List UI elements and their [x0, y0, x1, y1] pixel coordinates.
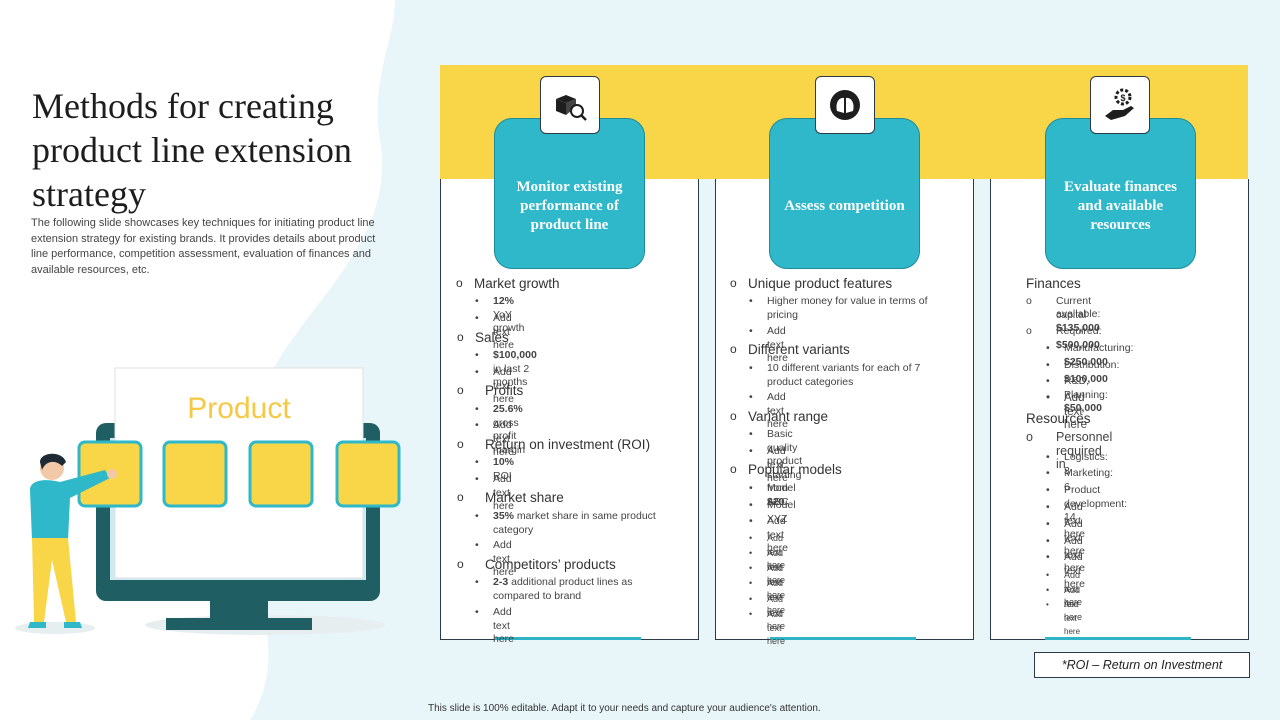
- list-item: •Add text here: [475, 473, 515, 512]
- list-item: •Product development: 14: [1046, 484, 1128, 523]
- list-item: •Add text here: [475, 312, 515, 351]
- list-item: •Add text here: [1046, 392, 1088, 431]
- list-item: •Add text here: [749, 609, 786, 646]
- svg-text:$: $: [1120, 93, 1125, 103]
- list-item: •Marketing: 6: [1046, 467, 1114, 493]
- list-item: •Model ABC: [749, 482, 796, 508]
- list-item: •Manufacturing: $250,000: [1046, 342, 1134, 368]
- list-item: •Add text here: [749, 578, 786, 615]
- roi-footnote: *ROI – Return on Investment: [1034, 652, 1250, 678]
- list-item: available: $135,000: [1056, 308, 1101, 334]
- computer-illustration: [15, 367, 401, 635]
- list-item: •Basic quality product starting from $20: [749, 428, 803, 508]
- list-item: •Logistics: 3: [1046, 451, 1108, 477]
- list-item: •Add text here: [749, 325, 789, 364]
- list-item: •35% market share in same product catego…: [475, 510, 656, 536]
- list-item: •Add text here: [749, 533, 786, 570]
- competition-heads-icon: [815, 76, 875, 134]
- list-item: •Add text here: [749, 515, 789, 554]
- list-item: •Add text here: [1046, 518, 1086, 557]
- list-item: •Add text here: [1046, 600, 1081, 636]
- list-item: •Add text here: [1046, 570, 1083, 607]
- heading-competition: Assess competition: [769, 118, 920, 269]
- list-item: •Add text here: [749, 563, 786, 600]
- list-item: •Add text here: [749, 548, 786, 585]
- list-item: •Add text here: [475, 419, 515, 458]
- group-title: Finances: [1026, 276, 1081, 291]
- page-title: Methods for creating product line extens…: [32, 86, 352, 214]
- list-item: •25.6% gross profit margin: [475, 403, 526, 456]
- heading-finances: Evaluate finances and available resource…: [1045, 118, 1196, 269]
- list-item: •Model XYZ: [749, 499, 796, 525]
- editable-note: This slide is 100% editable. Adapt it to…: [428, 703, 821, 714]
- page-subtitle: The following slide showcases key techni…: [31, 217, 376, 276]
- heading-performance: Monitor existing performance of product …: [494, 118, 645, 269]
- list-item: •$100,000 in last 2 months: [475, 349, 537, 388]
- list-item: •Add text here: [749, 594, 786, 631]
- list-item: •10% ROI: [475, 456, 515, 482]
- list-item: •Add text here: [749, 391, 789, 430]
- list-item: •Distribution: $100,000: [1046, 359, 1120, 385]
- group-title: Resources: [1026, 411, 1091, 426]
- money-hand-icon: $: [1090, 76, 1150, 134]
- list-item: •Add text here: [1046, 535, 1086, 574]
- list-item: •Add text here: [1046, 585, 1083, 622]
- list-item: •Add text here: [749, 445, 789, 484]
- product-label: Product: [187, 392, 291, 425]
- list-item: •12% YoY growth: [475, 295, 525, 334]
- list-item: •Add text here: [475, 606, 515, 645]
- box-search-icon: [540, 76, 600, 134]
- list-item: •2-3 additional product lines as compare…: [475, 576, 633, 602]
- list-item: •Add text here: [475, 539, 515, 578]
- list-item: •R&D, Planning: $50,000: [1046, 375, 1108, 414]
- list-item: •Add text here: [475, 366, 515, 405]
- list-item: •Higher money for value in terms of pric…: [749, 295, 928, 321]
- list-item: •10 different variants for each of 7 pro…: [749, 362, 921, 388]
- list-item: •Add text here: [1046, 501, 1086, 540]
- list-item: •Add text here: [1046, 551, 1086, 590]
